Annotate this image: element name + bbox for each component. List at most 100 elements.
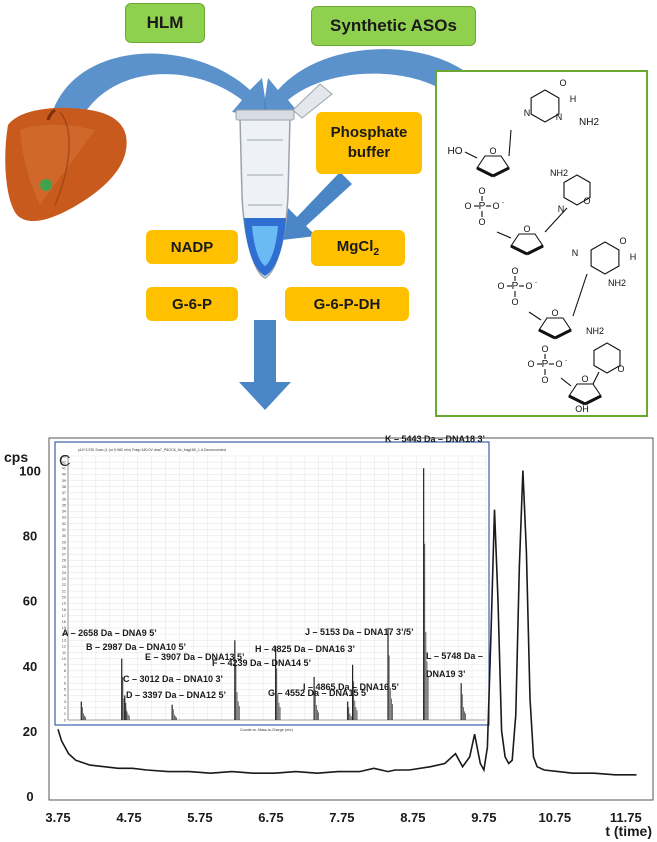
- spectrum-annotation: L – 5748 Da –: [426, 651, 483, 661]
- x-tick-label: 3.75: [45, 810, 70, 825]
- atom-label: HO: [448, 146, 463, 157]
- atom-label: O: [617, 364, 624, 374]
- inset-grid: [67, 455, 487, 721]
- atom-label: OH: [575, 404, 589, 414]
- bond-line: [568, 394, 586, 406]
- plot-frame: [48, 437, 654, 801]
- inset-y-tick-label: 1: [64, 712, 66, 716]
- spectrum-annotation: DNA19 3’: [426, 669, 466, 679]
- inset-frame: [54, 441, 490, 726]
- atom-label: H: [630, 252, 637, 262]
- inset-peaks: [80, 468, 466, 720]
- inset-y-tick-label: 7: [64, 675, 66, 679]
- mgcl2-label: MgCl2: [336, 238, 380, 258]
- base-ring: [563, 174, 591, 206]
- buffer-label-line2: buffer: [347, 144, 391, 161]
- atom-label: N: [572, 248, 579, 258]
- atom-label: O: [555, 359, 562, 369]
- spectrum-annotation: G – 4552 Da – DNA15 5’: [268, 688, 369, 698]
- workflow-diagram: [5, 49, 498, 410]
- atom-label: O: [478, 186, 485, 196]
- atom-label: P: [542, 359, 549, 370]
- atom-label: O: [464, 201, 471, 211]
- inset-y-tick-label: 20: [62, 596, 66, 600]
- y-tick-label: 100: [19, 464, 41, 479]
- bond-line: [510, 244, 528, 256]
- inset-y-tick-label: 17: [62, 614, 66, 618]
- x-tick-label: 6.75: [258, 810, 283, 825]
- inset-y-tick-label: 4: [64, 694, 66, 698]
- bond-line: [492, 166, 510, 178]
- spectrum-annotation: B – 2987 Da – DNA10 5’: [86, 642, 186, 652]
- y-tick-label: 60: [23, 594, 37, 609]
- x-tick-label: 7.75: [329, 810, 354, 825]
- atom-label: O: [523, 224, 530, 234]
- inset-y-tick-label: 39: [62, 479, 66, 483]
- y-tick-label: 40: [23, 659, 37, 674]
- inset-y-tick-label: 29: [62, 540, 66, 544]
- bond-line: [464, 151, 478, 159]
- synthetic-asos-box: Synthetic ASOs: [311, 6, 476, 46]
- inset-y-tick-label: 28: [62, 546, 66, 550]
- spectrum-annotation: J – 5153 Da – DNA17 3’/5’: [305, 627, 414, 637]
- atom-label: H: [570, 94, 577, 104]
- down-arrow: [239, 320, 291, 410]
- atom-label: P: [512, 281, 519, 292]
- sugar-ring: [476, 155, 510, 177]
- inset-y-tick-label: 14: [62, 632, 66, 636]
- inset-y-tick-label: 16: [62, 620, 66, 624]
- hlm-label: HLM: [146, 13, 184, 32]
- spectrum-annotation: A – 2658 Da – DNA9 5’: [62, 628, 157, 638]
- bond-line: [560, 377, 572, 387]
- inset-y-ticks: 0123456789101112131415161718192021222324…: [62, 454, 66, 722]
- inset-y-tick-label: 35: [62, 503, 66, 507]
- g6p-label: G-6-P: [171, 295, 212, 313]
- inset-y-tick-label: 38: [62, 485, 66, 489]
- spectrum-annotation: C – 3012 Da – DNA10 3’: [123, 674, 223, 684]
- spectrum-annotation: H – 4825 Da – DNA16 3’: [255, 644, 355, 654]
- nadp-box: NADP: [146, 230, 238, 264]
- atom-label: P: [479, 201, 486, 212]
- inset-y-tick-label: 36: [62, 497, 66, 501]
- y-tick-label: 0: [26, 789, 33, 804]
- atom-label: NH2: [550, 168, 568, 178]
- inset-y-tick-label: 23: [62, 577, 66, 581]
- inset-y-tick-label: 31: [62, 528, 66, 532]
- liver-icon: [5, 107, 127, 222]
- atom-label: N: [556, 112, 563, 122]
- x-tick-label: 11.75: [610, 810, 642, 825]
- inset-y-tick-label: 40: [62, 473, 66, 477]
- inset-y-tick-label: 41: [62, 467, 66, 471]
- inset-y-tick-label: 10: [62, 657, 66, 661]
- sugar-ring: [538, 317, 572, 339]
- inset-y-tick-label: 0: [64, 718, 66, 722]
- x-tick-label: 8.75: [400, 810, 425, 825]
- spectrum-annotation: I – 4865 Da – DNA16 5’: [303, 682, 399, 692]
- base-ring: [590, 241, 620, 275]
- charge-label: -: [502, 200, 504, 206]
- inset-y-tick-label: 42: [62, 460, 66, 464]
- inset-y-tick-label: 11: [62, 651, 66, 655]
- bond-line: [572, 273, 588, 317]
- inset-y-tick-label: 2: [64, 706, 66, 710]
- bond-line: [584, 394, 602, 406]
- sugar-ring: [510, 233, 544, 255]
- inset-y-tick-label: 12: [62, 645, 66, 649]
- base-ring: [593, 342, 621, 374]
- inset-y-tick-label: 8: [64, 669, 66, 673]
- atom-label: N: [524, 108, 531, 118]
- atom-label: O: [559, 78, 566, 88]
- bond-line: [528, 311, 542, 321]
- inset-y-tick-label: 26: [62, 559, 66, 563]
- inset-y-tick-label: 22: [62, 583, 66, 587]
- inset-y-tick-label: 6: [64, 681, 66, 685]
- inset-annotations: A – 2658 Da – DNA9 5’ B – 2987 Da – DNA10…: [62, 434, 485, 700]
- inset-y-tick-label: 43: [62, 454, 66, 458]
- mass-spectrum-inset: y10^3 ESI Scan (1 (or 5.982 min) Frag=18…: [54, 434, 490, 732]
- y-axis-label: cps: [4, 449, 28, 465]
- inset-y-tick-label: 21: [62, 589, 66, 593]
- amine-label: NH2: [579, 117, 599, 128]
